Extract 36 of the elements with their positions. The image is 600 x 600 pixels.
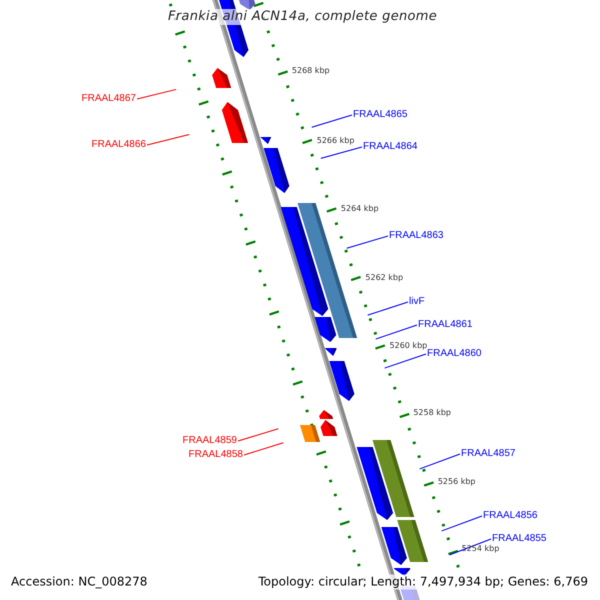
gene-label: FRAAL4865 bbox=[353, 109, 408, 121]
footer-text: Accession: NC_008278 bbox=[9, 574, 150, 590]
leader-line bbox=[346, 236, 388, 249]
gene-label: FRAAL4863 bbox=[389, 230, 444, 242]
gene-label: FRAAL4856 bbox=[483, 510, 538, 522]
leader-line bbox=[419, 454, 460, 470]
scale-label: 5254 kbp bbox=[462, 544, 500, 554]
gene-label: FRAAL4867 bbox=[82, 93, 136, 105]
gene-label: FRAAL4858 bbox=[188, 449, 243, 461]
leader-line bbox=[367, 302, 408, 316]
scale-label: 5266 kbp bbox=[316, 136, 354, 146]
scale-label: 5258 kbp bbox=[413, 408, 452, 418]
gene-label: FRAAL4864 bbox=[363, 141, 418, 153]
leader-line bbox=[311, 114, 352, 128]
leader-line bbox=[320, 146, 362, 159]
gene-label: FRAAL4866 bbox=[92, 139, 146, 151]
leader-line bbox=[449, 538, 492, 556]
leader-line bbox=[384, 354, 426, 369]
leader-line bbox=[146, 134, 190, 146]
gene-label: livF bbox=[409, 296, 425, 308]
scale-label: 5260 kbp bbox=[390, 341, 428, 351]
gene-label: FRAAL4857 bbox=[461, 448, 516, 460]
footer-text: Topology: circular; Length: 7,497,934 bp; Genes: 6,769 bbox=[256, 574, 590, 590]
gene-label: FRAAL4861 bbox=[418, 319, 472, 331]
leader-line bbox=[244, 442, 284, 456]
scale-label: 5264 kbp bbox=[340, 204, 379, 214]
leader-line bbox=[441, 516, 482, 532]
scale-label: 5262 kbp bbox=[365, 273, 404, 283]
scale-label: 5268 kbp bbox=[292, 66, 330, 76]
gene-label: FRAAL4860 bbox=[427, 348, 482, 360]
leader-line bbox=[136, 88, 177, 100]
scale-label: 5256 kbp bbox=[438, 477, 476, 487]
leader-line bbox=[238, 428, 279, 442]
gene-label: FRAAL4859 bbox=[182, 435, 237, 447]
gene-label: FRAAL4855 bbox=[492, 533, 546, 545]
leader-line bbox=[375, 324, 418, 340]
